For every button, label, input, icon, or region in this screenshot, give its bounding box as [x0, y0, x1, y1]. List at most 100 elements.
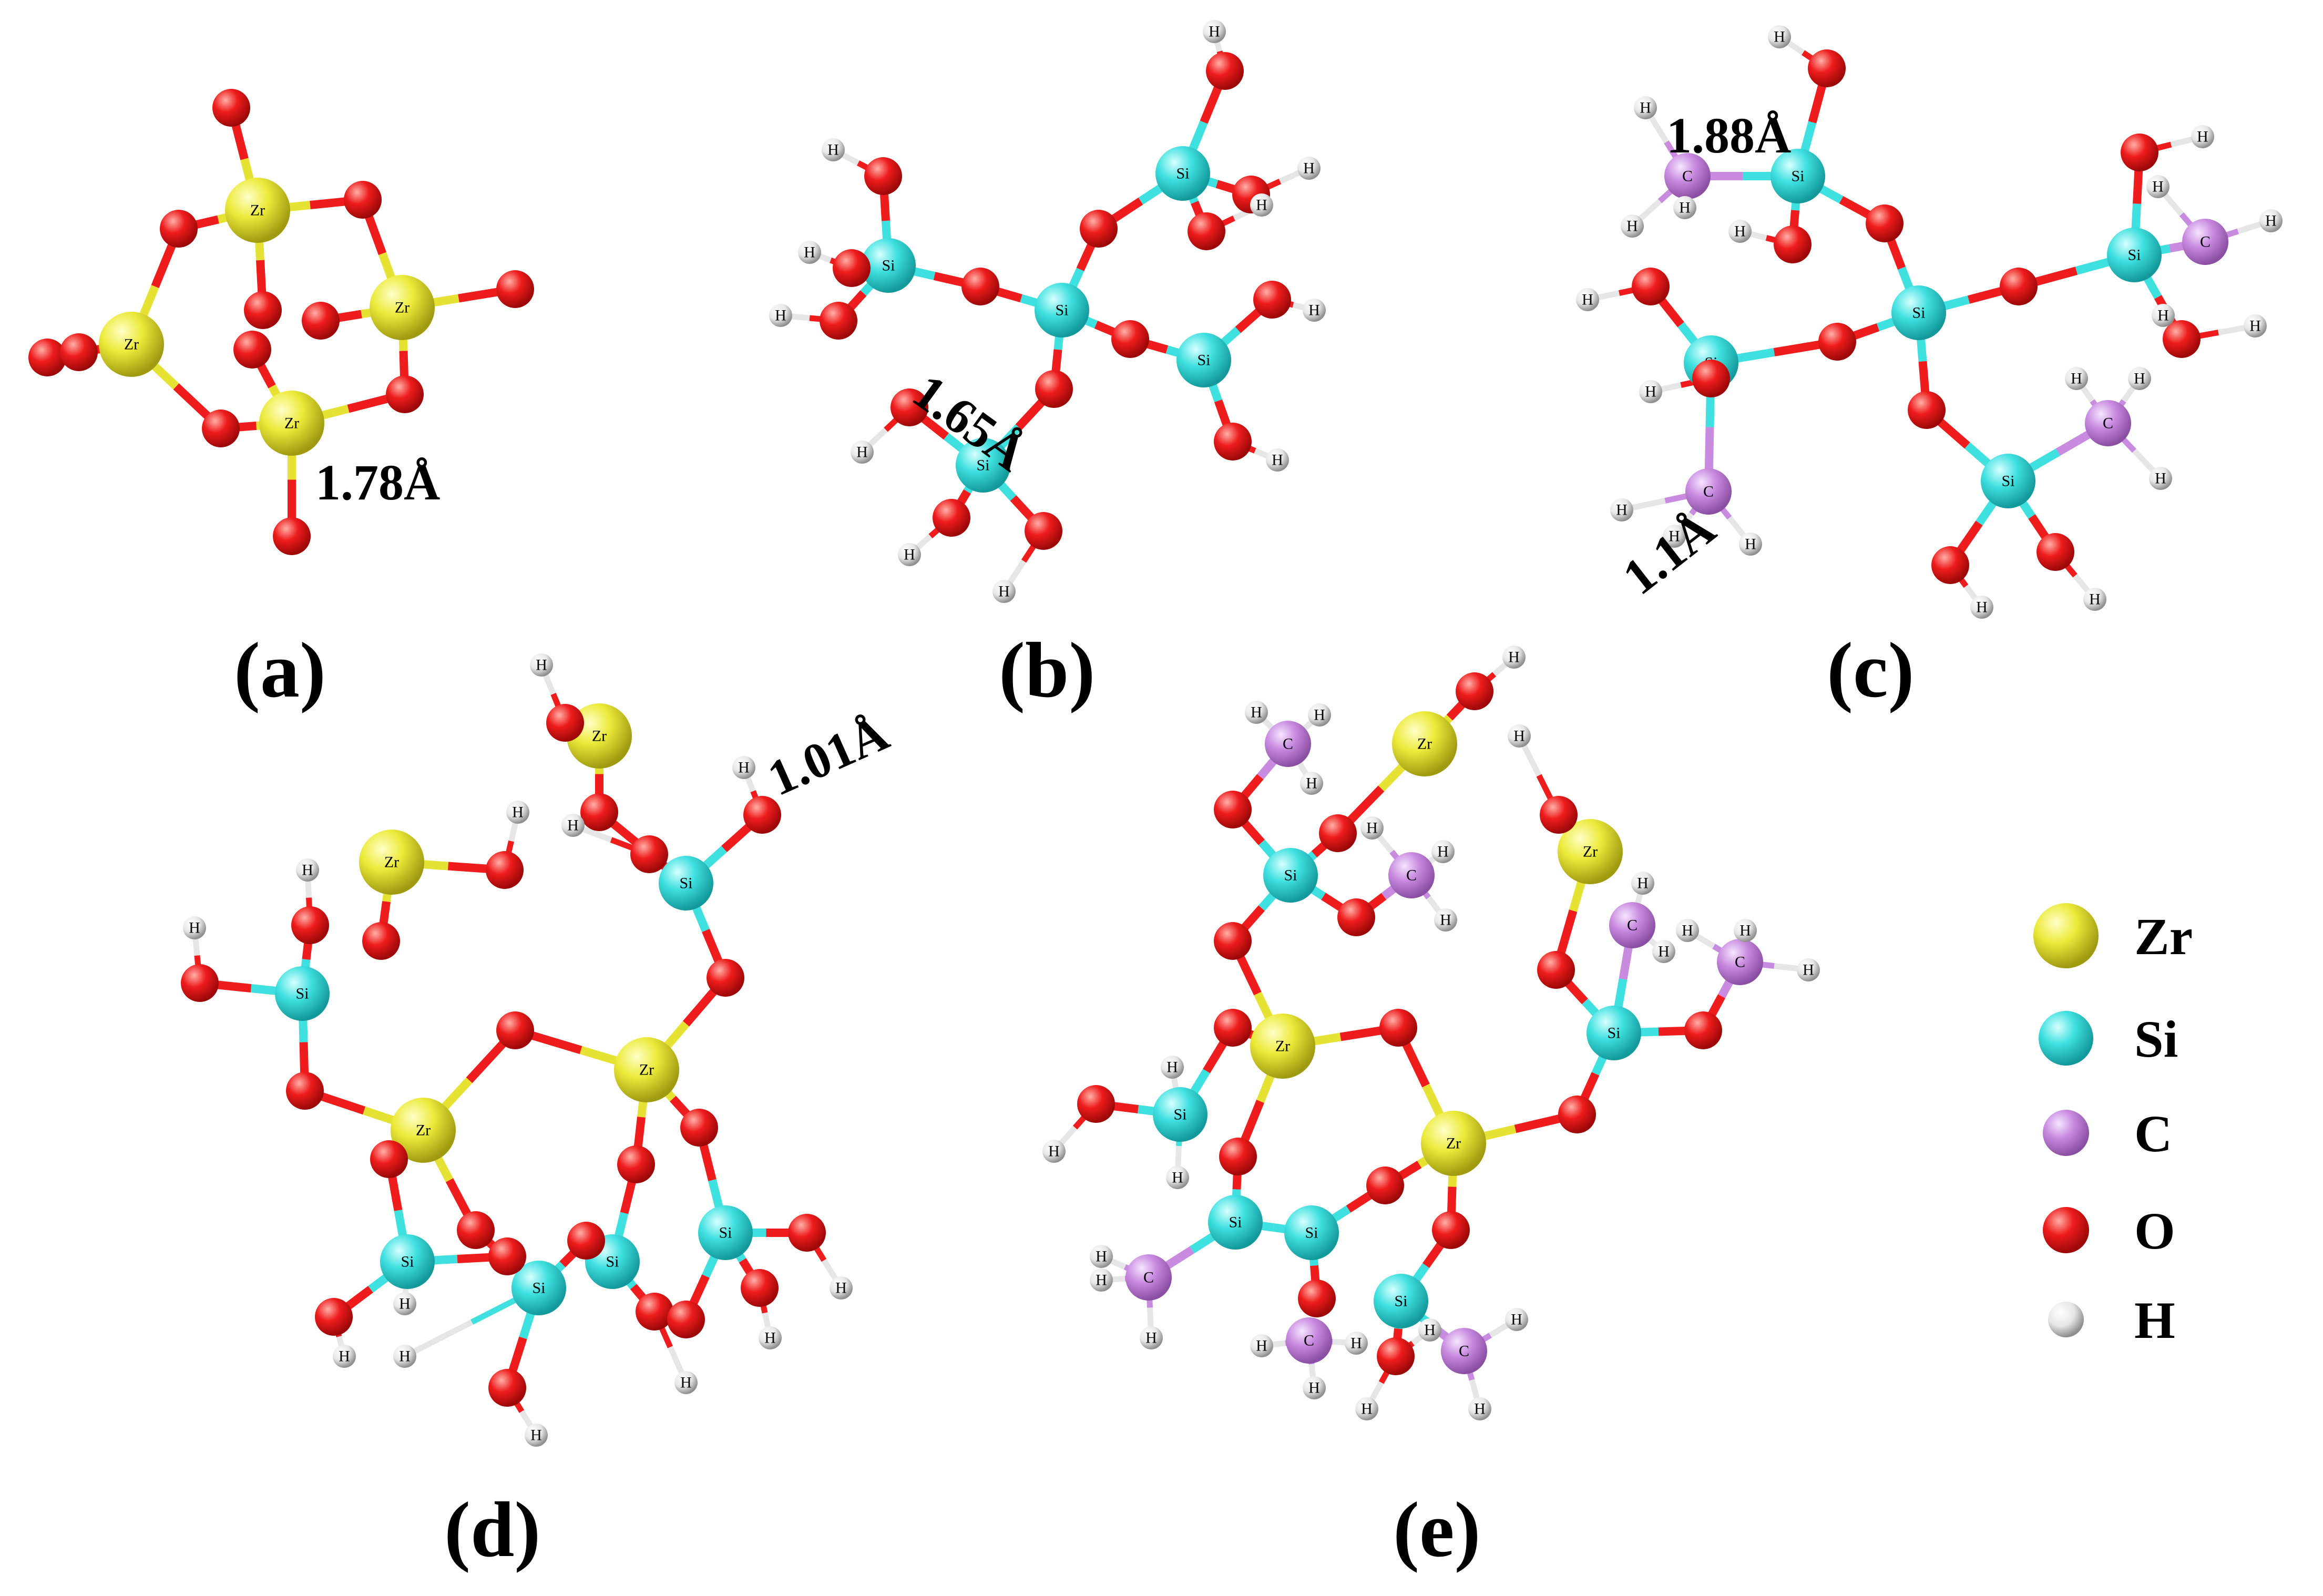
- atom-label-e-39: H: [1440, 912, 1451, 929]
- atom-h-b-26: [1303, 299, 1326, 322]
- panel-label-c: (c): [1827, 627, 1914, 714]
- atom-si-d-9: [698, 1205, 753, 1260]
- atom-label-e-37: H: [1366, 820, 1378, 837]
- atom-o-e-11: [1214, 791, 1252, 828]
- atom-h-b-30: [992, 580, 1016, 603]
- atom-o-e-17: [1537, 951, 1575, 989]
- atom-h-e-54: [1303, 1376, 1326, 1399]
- atom-si-e-6: [1153, 1087, 1207, 1142]
- atom-label-d-44: H: [680, 1374, 692, 1392]
- atom-c-e-30: [1717, 939, 1763, 985]
- atom-label-e-44: H: [1682, 922, 1693, 939]
- atom-o-d-15: [707, 959, 744, 997]
- atom-h-e-44: [1676, 919, 1699, 942]
- atom-label-d-6: Si: [401, 1253, 414, 1271]
- atom-o-b-17: [891, 388, 928, 426]
- atom-h-c-26: [2191, 125, 2214, 148]
- atom-label-e-41: H: [1513, 728, 1525, 745]
- atom-label-c-37: H: [2134, 370, 2145, 387]
- atom-label-e-56: H: [1424, 1322, 1436, 1339]
- atom-o-d-27: [315, 1298, 353, 1336]
- atom-si-d-7: [511, 1261, 566, 1315]
- atom-h-e-43: [1652, 940, 1675, 963]
- atom-h-e-46: [1797, 958, 1820, 981]
- bond-d-43-1: [403, 1319, 473, 1359]
- atom-o-d-14: [743, 796, 781, 834]
- atom-h-c-30: [2244, 314, 2267, 337]
- atom-o-c-7: [1818, 323, 1856, 361]
- atom-label-b-28: H: [856, 444, 868, 461]
- atom-label-e-8: Si: [1305, 1224, 1318, 1242]
- atom-o-d-21: [617, 1145, 655, 1183]
- atom-layer: ZrZrZrZrSiSiSiSiSiHHHHHHHHHHHSiSiSiSiSiC…: [28, 20, 2283, 1447]
- atom-h-c-37: [2128, 367, 2151, 390]
- atom-o-b-6: [1080, 210, 1118, 248]
- atom-h-d-35: [561, 814, 585, 837]
- atom-label-c-4: Si: [2001, 473, 2014, 490]
- atom-label-c-30: H: [2249, 318, 2261, 335]
- atom-o-c-6: [2000, 268, 2038, 305]
- atom-label-e-38: H: [1437, 843, 1449, 861]
- atom-o-e-20: [1558, 1096, 1596, 1133]
- atom-c-e-27: [1265, 721, 1311, 767]
- atom-h-b-23: [1203, 20, 1226, 43]
- atom-o-d-20: [286, 1072, 324, 1110]
- atom-label-d-7: Si: [532, 1280, 545, 1297]
- atom-label-e-46: H: [1803, 961, 1814, 979]
- distance-label-d: 1.01Å: [760, 704, 896, 806]
- atom-h-c-36: [2065, 367, 2088, 390]
- atom-o-d-26: [488, 1237, 526, 1275]
- atom-label-b-21: H: [804, 244, 815, 261]
- atom-label-c-38: H: [2155, 470, 2166, 487]
- atom-o-d-32: [667, 1301, 705, 1338]
- atom-label-e-4: Si: [1284, 867, 1297, 884]
- atom-o-d-30: [788, 1214, 826, 1252]
- atom-h-b-25: [1250, 193, 1273, 217]
- atom-h-c-21: [1634, 96, 1657, 119]
- atom-label-c-17: C: [1703, 483, 1714, 500]
- atom-h-e-48: [1042, 1140, 1066, 1163]
- atom-label-d-40: H: [764, 1329, 776, 1347]
- atom-label-c-18: C: [2103, 415, 2113, 432]
- atom-label-e-58: H: [1474, 1400, 1486, 1418]
- atom-o-a-15: [60, 333, 98, 371]
- atom-label-d-8: Si: [606, 1253, 619, 1271]
- atom-label-e-27: C: [1283, 735, 1293, 753]
- atom-h-b-20: [822, 138, 845, 161]
- atom-label-d-45: H: [530, 1427, 542, 1444]
- legend-swatch-h: [2048, 1302, 2084, 1337]
- atom-o-c-19: [1931, 546, 1969, 584]
- atom-label-e-57: H: [1511, 1311, 1522, 1328]
- atom-label-c-23: H: [1679, 199, 1691, 217]
- legend-swatch-si: [2039, 1011, 2093, 1066]
- atom-o-a-8: [496, 270, 534, 308]
- atom-si-b-0: [1035, 283, 1089, 337]
- atom-h-d-39: [830, 1276, 853, 1300]
- atom-si-e-5: [1587, 1006, 1641, 1060]
- atom-label-d-42: H: [339, 1348, 350, 1365]
- atom-h-d-40: [759, 1326, 782, 1349]
- atom-h-e-34: [1245, 701, 1268, 724]
- atom-h-e-52: [1140, 1326, 1163, 1349]
- atom-o-e-12: [1319, 814, 1357, 852]
- atom-si-e-7: [1208, 1195, 1263, 1250]
- atom-o-d-16: [496, 1011, 534, 1049]
- atom-label-e-9: Si: [1394, 1293, 1407, 1310]
- atom-c-e-31: [1125, 1254, 1172, 1301]
- atom-label-c-27: H: [2152, 178, 2164, 196]
- atom-label-a-3: Zr: [124, 336, 139, 353]
- atom-label-d-41: H: [399, 1295, 411, 1313]
- atom-label-e-43: H: [1658, 943, 1670, 960]
- atom-h-e-38: [1431, 840, 1455, 863]
- atom-h-e-57: [1505, 1308, 1528, 1331]
- atom-h-e-51: [1090, 1268, 1113, 1292]
- legend-label-zr: Zr: [2134, 907, 2193, 966]
- atom-h-c-38: [2149, 467, 2172, 490]
- atom-o-c-16: [1692, 360, 1730, 397]
- atom-si-e-8: [1284, 1205, 1339, 1260]
- atom-o-c-12: [2121, 134, 2158, 171]
- atom-label-e-48: H: [1048, 1143, 1060, 1160]
- atom-h-c-24: [1768, 25, 1791, 48]
- atom-h-e-50: [1090, 1245, 1113, 1268]
